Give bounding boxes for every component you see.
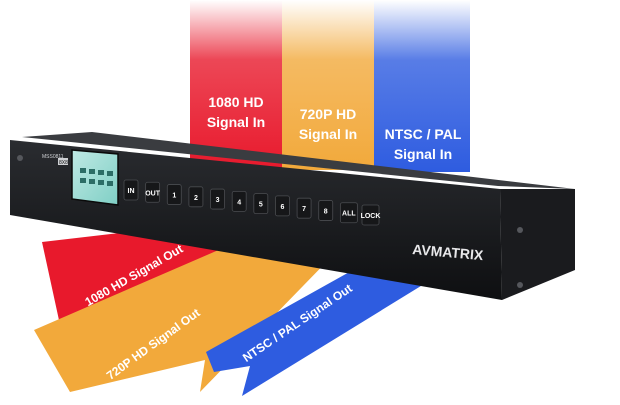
- panel-button-label: 4: [237, 199, 241, 206]
- panel-button-label: 5: [259, 202, 263, 209]
- panel-button-lock[interactable]: [361, 204, 380, 226]
- model-sub-label: 8X8: [59, 160, 68, 166]
- rack-screw-icon: [517, 227, 523, 233]
- panel-button-6[interactable]: [275, 195, 290, 217]
- panel-button-label: 3: [216, 197, 220, 204]
- panel-button-in[interactable]: [123, 179, 139, 201]
- panel-button-2[interactable]: [188, 186, 204, 208]
- output-arrow-720p: [34, 232, 338, 392]
- panel-button-3[interactable]: [210, 188, 225, 210]
- panel-button-1[interactable]: [166, 184, 182, 205]
- output-arrow-ntsc: [206, 256, 460, 396]
- panel-button-label: 7: [302, 206, 306, 213]
- device-side: [500, 189, 575, 300]
- input-label-ntsc: NTSC / PAL Signal In: [384, 126, 462, 162]
- input-label-1080hd: 1080 HD Signal In: [206, 94, 266, 130]
- rack-screw-icon: [517, 282, 523, 288]
- rack-screw-icon: [17, 155, 23, 161]
- model-sub-badge: [58, 158, 68, 165]
- input-band-1080hd: [190, 0, 282, 170]
- model-label: MSS0811: [42, 154, 64, 160]
- panel-button-label: LOCK: [361, 213, 381, 220]
- front-panel-buttons: IN OUT 1 2 3 4 5 6 7 8 ALL LOCK: [123, 179, 381, 226]
- panel-button-8[interactable]: [318, 200, 334, 221]
- lcd-grid: [80, 168, 113, 186]
- panel-button-5[interactable]: [253, 193, 269, 215]
- panel-button-label: OUT: [145, 190, 161, 197]
- panel-button-label: ALL: [342, 211, 356, 218]
- input-band-ntsc: [374, 0, 470, 172]
- panel-button-7[interactable]: [296, 197, 312, 219]
- panel-button-label: IN: [128, 188, 135, 195]
- lcd-screen[interactable]: [71, 149, 119, 206]
- panel-button-label: 2: [194, 195, 198, 202]
- panel-button-label: 6: [281, 204, 285, 211]
- panel-button-label: 8: [324, 208, 328, 215]
- device-top: [22, 132, 575, 189]
- panel-button-all[interactable]: [339, 202, 358, 224]
- brand-logo: AVMATRIX: [412, 241, 485, 263]
- input-label-720p: 720P HD Signal In: [298, 106, 358, 142]
- panel-button-out[interactable]: [145, 181, 161, 203]
- input-band-720p: [282, 0, 374, 170]
- panel-button-label: 1: [172, 193, 176, 200]
- matrix-switcher: MSS0811 IN OUT 1 2 3 4 5 6 7 8 ALL LOCK AVMATRIX 8X…: [10, 132, 575, 300]
- panel-button-4[interactable]: [231, 190, 247, 212]
